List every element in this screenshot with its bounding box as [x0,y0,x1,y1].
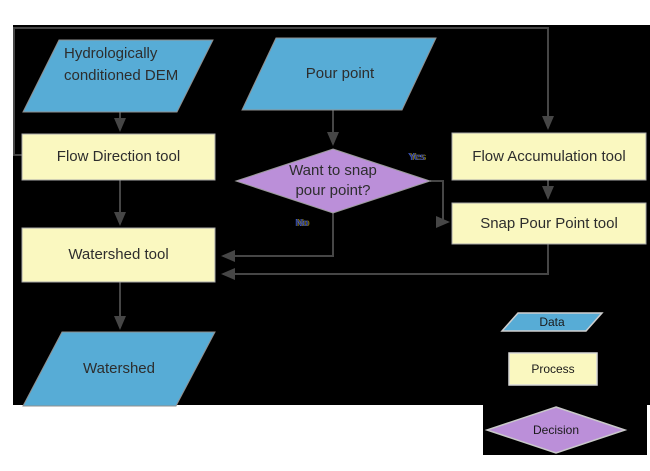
edge-flow-direction-to-flow-accumulation [13,27,554,156]
watershed-label: Watershed [83,360,155,377]
yes-edge-label: Yes [409,152,426,163]
snap-pour-point-rect [451,202,647,245]
snap-pour-point-label: Snap Pour Point tool [480,214,618,232]
edge-snap-pour-point-to-watershed-tool [221,244,549,280]
decision-label: Want to snap pour point? [289,162,377,199]
legend-process-label: Process [531,362,575,376]
flow-accumulation-label: Flow Accumulation tool [472,147,626,165]
legend-data-label: Data [539,315,565,329]
flow-accumulation-rect [451,132,647,181]
flow-direction-label: Flow Direction tool [56,148,181,165]
watershed-tool-label: Watershed tool [68,246,169,263]
flow-direction-rect [21,133,216,181]
legend-data-parallelogram [500,312,604,332]
legend-decision-diamond [484,406,628,454]
legend-process-rect [508,352,598,386]
dem-parallelogram [22,39,214,113]
edge-decision-yes-to-snap-pour-point [430,180,450,228]
decision-diamond [234,148,432,214]
pour-point-label: Pour point [305,65,375,82]
edge-decision-no-to-watershed-tool [221,213,334,262]
no-edge-label: No [296,218,309,229]
pour-point-parallelogram [241,37,437,111]
legend-decision-label: Decision [532,423,580,437]
dem-label: Hydrologically conditioned DEM [64,45,179,84]
watershed-tool-rect [21,227,216,283]
watershed-parallelogram [22,331,216,407]
